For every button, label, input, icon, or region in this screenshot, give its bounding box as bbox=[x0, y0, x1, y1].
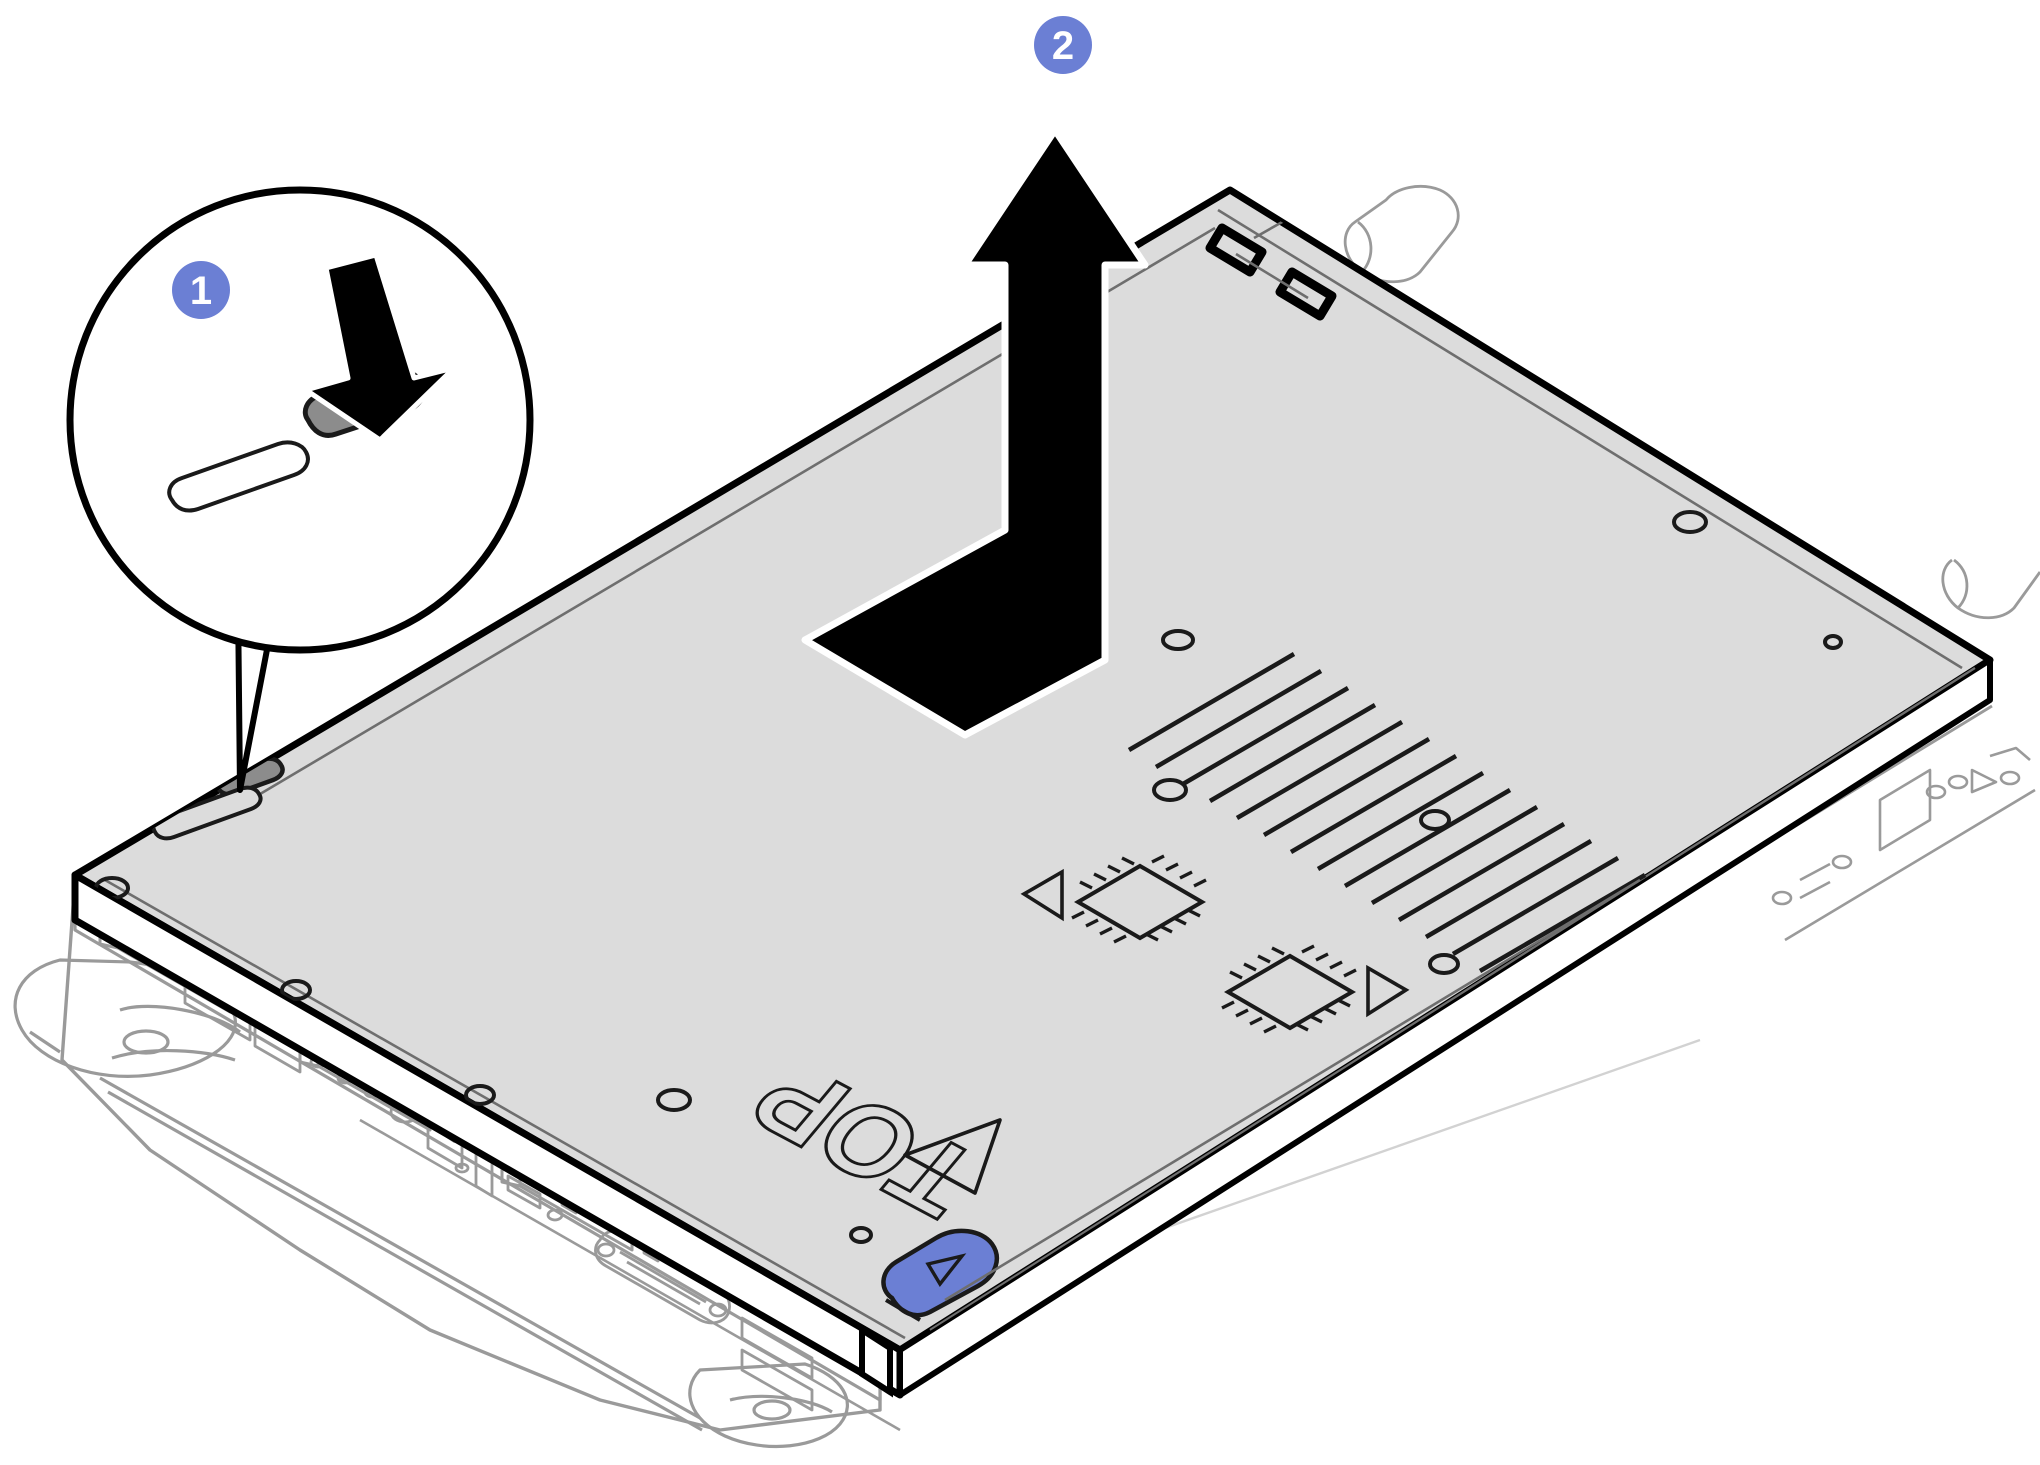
processor-direction-triangle-2 bbox=[1366, 964, 1410, 1018]
callout-circle bbox=[66, 186, 534, 654]
ventilation-slots bbox=[1127, 652, 1647, 973]
processor-icon-2 bbox=[1221, 944, 1357, 1034]
processor-direction-triangle-1 bbox=[1020, 868, 1064, 922]
latch-triangle-glyph bbox=[925, 1253, 967, 1287]
top-marking-triangle bbox=[903, 1118, 1002, 1195]
press-direction-arrow bbox=[303, 252, 457, 443]
cover-blue-latch[interactable] bbox=[881, 1228, 999, 1322]
processor-icon-1 bbox=[1071, 854, 1207, 944]
step-badge-2: 2 bbox=[1034, 16, 1092, 74]
step-badge-1-label: 1 bbox=[190, 269, 212, 313]
step-badge-1: 1 bbox=[172, 261, 230, 319]
step-badge-2-label: 2 bbox=[1052, 24, 1074, 68]
cover-front-notch bbox=[859, 1324, 893, 1398]
detail-latch-slot bbox=[167, 440, 310, 513]
lift-direction-arrow bbox=[801, 126, 1149, 739]
server-top-cover: TOP bbox=[71, 186, 1994, 1399]
